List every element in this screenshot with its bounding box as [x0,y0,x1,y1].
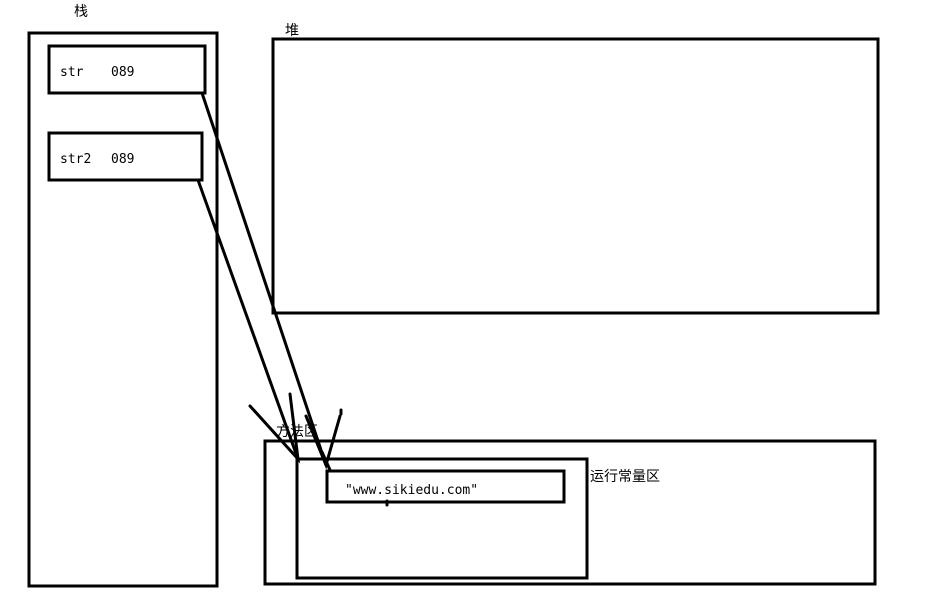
stack-title: 栈 [74,4,88,20]
constant-pool-title: 运行常量区 [590,469,660,485]
stack-var-box-str [47,44,207,95]
heap-region [271,37,880,315]
stack-var-value-str2: 089 [111,152,134,167]
heap-title: 堆 [285,23,299,39]
stack-region [27,31,219,588]
method-area-region [263,439,877,586]
arrowhead-str2 [248,392,301,464]
stack-var-value-str: 089 [111,65,134,80]
stack-var-box-str2 [47,131,204,182]
stack-var-name-str: str [60,65,84,80]
constant-pool-region [295,457,589,580]
reference-arrow-str2 [196,178,300,461]
string-literal-text: "www.sikiedu.com" [345,483,478,498]
arrowhead-str [304,414,342,472]
string-literal-box [325,469,566,504]
stack-var-name-str2: str2 [60,152,91,167]
reference-arrow-str [200,91,328,467]
